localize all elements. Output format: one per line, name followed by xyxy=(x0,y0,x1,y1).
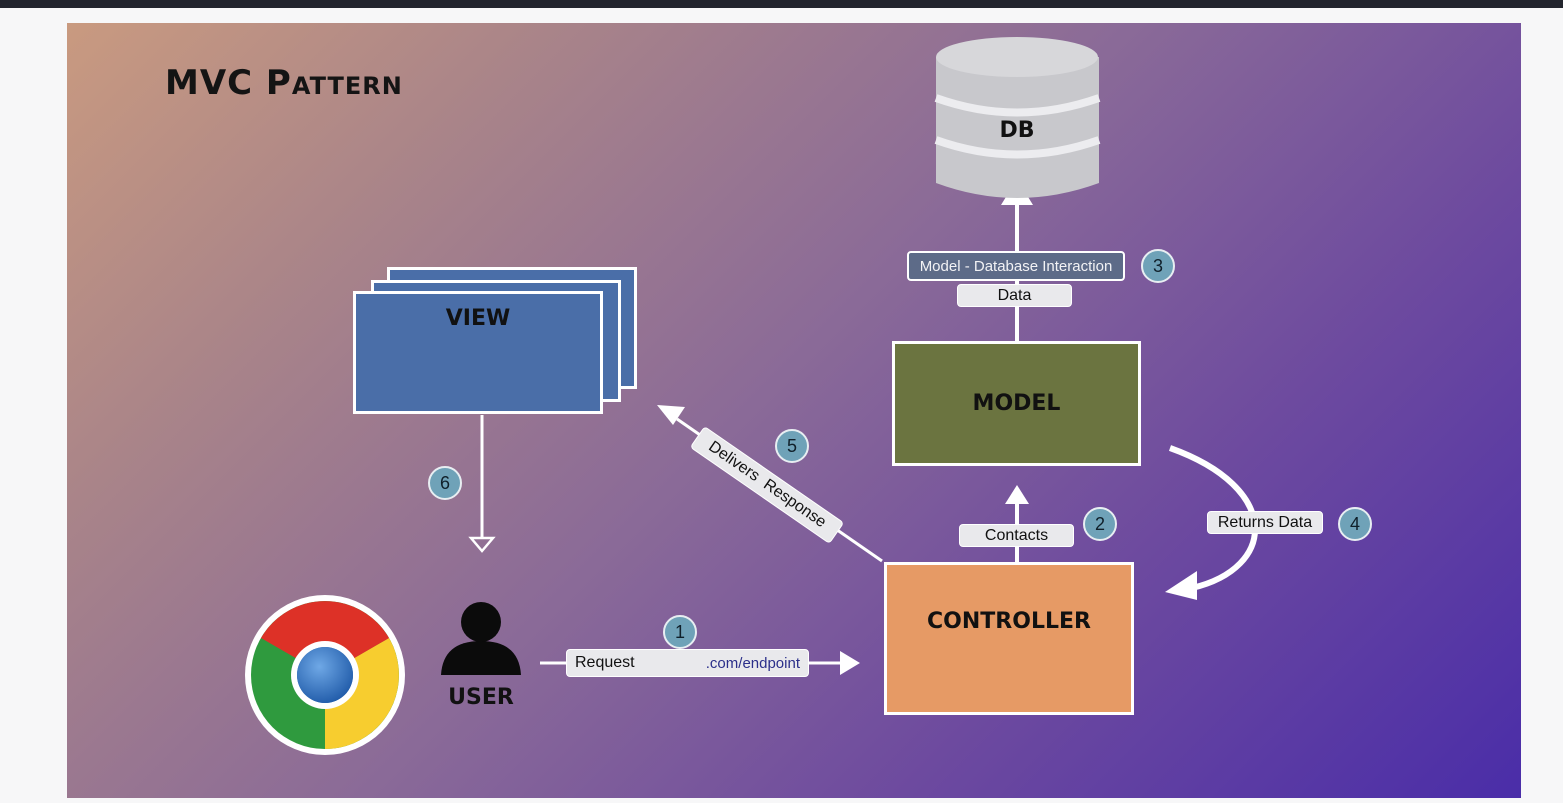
request-text: Request xyxy=(575,654,635,671)
model-label: MODEL xyxy=(972,391,1061,416)
step-1-badge: 1 xyxy=(663,615,697,649)
user-label: USER xyxy=(448,685,514,710)
db-label: DB xyxy=(999,118,1035,143)
request-label: Request .com/endpoint xyxy=(566,649,809,677)
slide: MVC Pattern DB VIEW xyxy=(67,23,1521,798)
controller-box: CONTROLLER xyxy=(884,562,1134,715)
arrow-contacts-head xyxy=(1005,485,1029,504)
database-icon xyxy=(934,37,1101,198)
db-interaction-label: Model - Database Interaction xyxy=(907,251,1125,281)
step-2-badge: 2 xyxy=(1083,507,1117,541)
contacts-label: Contacts xyxy=(959,524,1074,547)
endpoint-text: .com/endpoint xyxy=(705,654,800,672)
arrow-delivers-head xyxy=(657,405,685,425)
step-6-badge: 6 xyxy=(428,466,462,500)
step-5-badge: 5 xyxy=(775,429,809,463)
view-box: VIEW xyxy=(353,291,603,414)
arrow-request-head xyxy=(840,651,860,675)
chrome-logo-icon xyxy=(245,595,405,755)
view-label: VIEW xyxy=(445,306,511,331)
step-3-badge: 3 xyxy=(1141,249,1175,283)
step-4-badge: 4 xyxy=(1338,507,1372,541)
data-label: Data xyxy=(957,284,1072,307)
window-top-bar xyxy=(0,0,1563,8)
arrow-view-to-user-head xyxy=(468,536,496,553)
slide-title: MVC Pattern xyxy=(165,63,403,103)
arrow-returns-data-head xyxy=(1165,571,1197,600)
user-icon xyxy=(441,602,521,675)
model-box: MODEL xyxy=(892,341,1141,466)
returns-data-label: Returns Data xyxy=(1207,511,1323,534)
controller-label: CONTROLLER xyxy=(927,609,1091,634)
